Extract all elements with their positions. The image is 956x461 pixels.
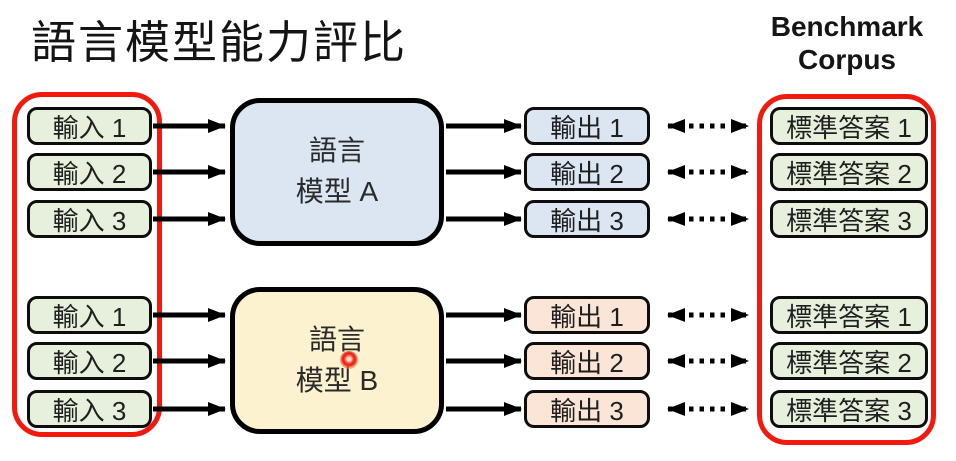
output-b-2: 輸出 2 xyxy=(524,342,650,380)
output-b-3: 輸出 3 xyxy=(524,390,650,428)
benchmark-corpus-label: Benchmark Corpus xyxy=(755,10,939,76)
answer-a-1: 標準答案 1 xyxy=(770,107,928,145)
output-b-1: 輸出 1 xyxy=(524,296,650,334)
input-b-1: 輸入 1 xyxy=(27,296,152,334)
answer-a-2: 標準答案 2 xyxy=(770,153,928,191)
inputs-group-outline xyxy=(12,92,162,437)
input-b-3: 輸入 3 xyxy=(27,390,152,428)
model-b-box: 語言 模型 B xyxy=(230,287,444,434)
answer-a-3: 標準答案 3 xyxy=(770,200,928,238)
output-a-1: 輸出 1 xyxy=(524,107,650,145)
benchmark-corpus-outline xyxy=(757,94,936,445)
input-a-2: 輸入 2 xyxy=(27,153,152,191)
model-b-name-line2: 模型 B xyxy=(295,364,379,396)
input-a-1: 輸入 1 xyxy=(27,107,152,145)
model-a-box: 語言 模型 A xyxy=(230,98,444,246)
answer-b-2: 標準答案 2 xyxy=(770,342,928,380)
input-a-3: 輸入 3 xyxy=(27,200,152,238)
input-b-2: 輸入 2 xyxy=(27,342,152,380)
answer-b-1: 標準答案 1 xyxy=(770,296,928,334)
benchmark-label-line2: Corpus xyxy=(798,44,896,76)
benchmark-label-line1: Benchmark xyxy=(770,11,924,42)
laser-pointer-dot-icon xyxy=(340,351,358,369)
answer-b-3: 標準答案 3 xyxy=(770,390,928,428)
model-a-name-line1: 語言 xyxy=(308,135,365,167)
page-title: 語言模型能力評比 xyxy=(31,17,408,68)
model-a-name-line2: 模型 A xyxy=(295,176,379,207)
output-a-2: 輸出 2 xyxy=(524,153,650,191)
model-b-name-line1: 語言 xyxy=(308,323,365,355)
output-a-3: 輸出 3 xyxy=(524,200,650,238)
